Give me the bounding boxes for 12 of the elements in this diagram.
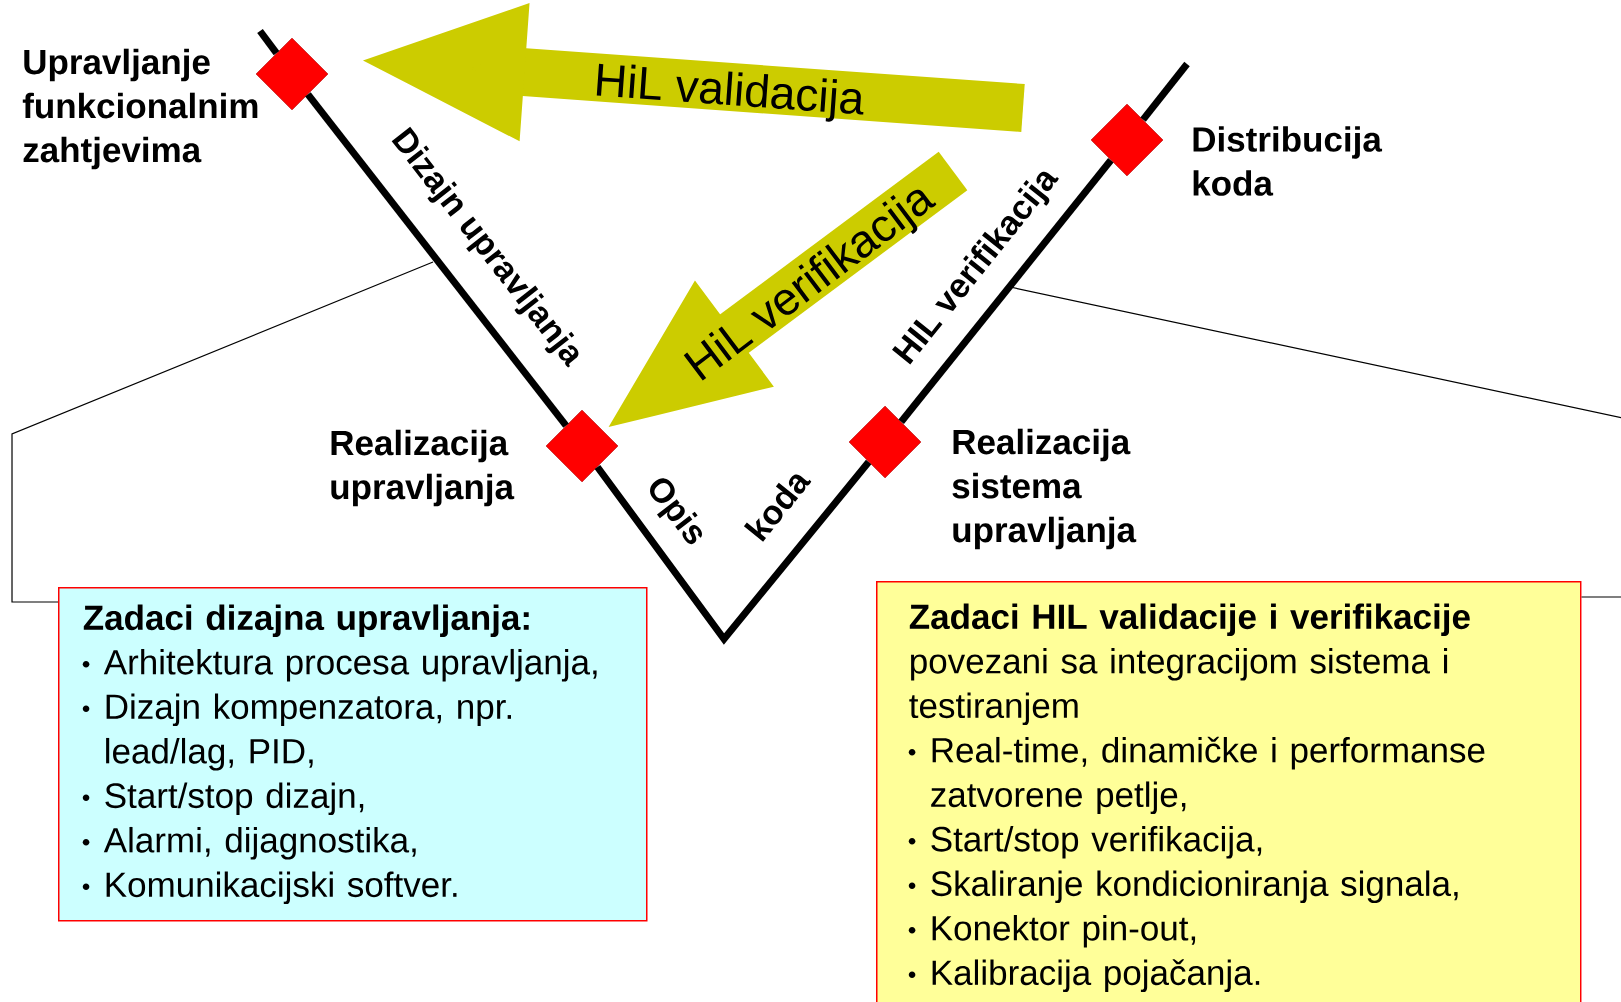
task-box: Zadaci HIL validacije i verifikacije povezani sa integracijom sistema i testiranjem Real-time, dinamičke i performanse zatvorene petlje, Start/stop verifikacija, Skaliranje kondicioniranja signala, Konektor pin-out, Kalibracija pojačanja. bbox=[876, 581, 1582, 1002]
v-line bbox=[305, 92, 569, 428]
leader-line bbox=[1009, 286, 1621, 598]
task-box: Zadaci dizajna upravljanja: Arhitektura procesa upravljanja, Dizajn kompenzatora, npr. lead/lag, PID, Start/stop dizajn, Alarmi, dijagnostika, Komunikacijski softver. bbox=[58, 587, 648, 922]
milestone-label: Upravljanje funkcionalnim zahtjevima bbox=[22, 48, 258, 170]
milestone-label: Realizacija upravljanja bbox=[331, 429, 515, 507]
v-line bbox=[594, 459, 872, 645]
milestone-label: Distribucija koda bbox=[1193, 126, 1383, 196]
edge-label: HiL validacija bbox=[596, 63, 864, 122]
milestone-label: Realizacija sistema upravljanja bbox=[952, 428, 1137, 550]
leader-line bbox=[11, 261, 434, 603]
v-line bbox=[898, 158, 1114, 424]
